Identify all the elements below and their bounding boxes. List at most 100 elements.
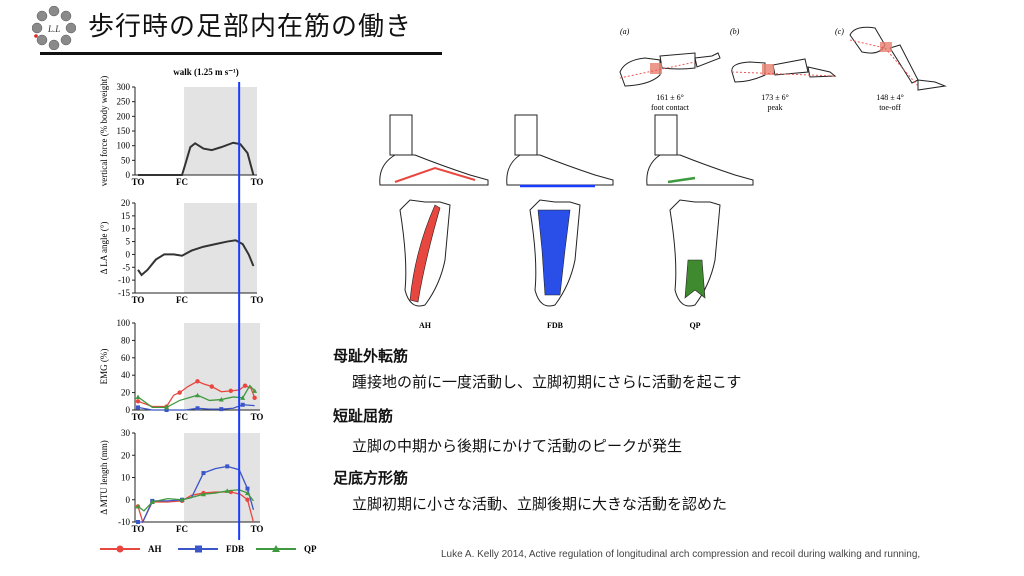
arch-phase: peak [767,103,782,112]
y-tick-label: 0 [126,249,131,259]
x-tick-label: TO [251,412,264,422]
figure-tag: (c) [835,27,844,36]
legend-marker [195,545,202,553]
data-point [135,399,141,404]
legend-label: QP [304,544,317,554]
title-divider [40,52,442,55]
stance-phase-shade [184,87,257,175]
y-tick-label: 100 [117,318,131,328]
x-tick-label: TO [132,524,145,534]
foot-bottom-view-qp [669,199,721,307]
legend-label: AH [148,544,162,554]
data-point [240,402,245,407]
x-tick-label: FC [176,177,188,187]
data-point [245,486,250,491]
y-axis-label: EMG (%) [99,349,109,385]
y-tick-label: 20 [121,450,131,460]
data-point [195,406,200,411]
x-tick-label: FC [176,524,188,534]
x-tick-label: TO [251,177,264,187]
stance-phase-shade [184,433,260,522]
citation: Luke A. Kelly 2014, Active regulation of… [441,549,921,560]
foot-label-fdb: FDB [547,321,564,330]
y-tick-label: 20 [121,388,131,398]
y-axis-label: Δ LA angle (°) [99,222,109,275]
arch-angle-figures: (a) (b) (c) 161 ± 6° foot contact 173 ± … [619,26,947,112]
muscle-description-fdb: 立脚の中期から後期にかけて活動のピークが発生 [352,437,683,455]
muscle-heading-ah: 母趾外転筋 [333,347,409,365]
series-line-force [138,141,255,176]
data-point [218,397,224,402]
data-point [164,408,169,412]
y-tick-label: 40 [121,370,131,380]
foot-bottom-view-ah [399,199,451,307]
muscle-heading-fdb: 短趾屈筋 [333,407,394,425]
data-point [245,497,250,502]
data-point [209,384,214,389]
arch-phase: toe-off [879,103,901,112]
y-tick-label: 100 [117,141,131,151]
data-point [195,379,200,384]
x-tick-label: TO [132,177,145,187]
data-point [219,407,224,412]
data-point [201,471,206,476]
data-point [164,404,170,410]
figure-tag: (a) [620,27,630,36]
y-tick-label: 150 [117,126,131,136]
data-point [135,394,141,399]
svg-text:L.L: L.L [47,24,60,34]
y-tick-label: 10 [121,473,131,483]
data-point [195,392,200,398]
y-tick-label: 10 [121,224,131,234]
foot-side-view-ah [379,114,489,186]
y-tick-label: 200 [117,111,131,121]
data-point [240,395,246,400]
y-tick-label: 60 [121,353,131,363]
series-line-qp [137,384,256,409]
data-point [136,405,140,410]
data-point [244,490,250,496]
data-point [242,383,248,388]
data-point [135,503,141,509]
foot-label-ah: AH [419,321,432,330]
y-tick-label: -10 [118,275,130,285]
slide-title: 歩行時の足部内在筋の働き [88,12,413,42]
data-point [177,390,182,395]
arch-angle: 161 ± 6° [656,93,684,102]
muscle-description-ah: 踵接地の前に一度活動し、立脚初期にさらに活動を起こす [352,373,742,391]
y-tick-label: 0 [126,495,131,505]
legend-marker [116,545,124,553]
foot-side-view-qp [646,114,754,186]
muscle-description-qp: 立脚初期に小さな活動、立脚後期に大きな活動を認めた [352,495,728,513]
data-point [252,395,257,401]
data-point [200,491,206,497]
data-point [149,499,155,504]
y-tick-label: 30 [121,428,131,438]
y-tick-label: 20 [121,198,131,208]
foot-muscle-figures: AH FDB QP [379,114,754,330]
legend-marker [272,545,280,552]
y-tick-label: -5 [123,262,131,272]
arch-angle: 148 ± 4° [876,93,904,102]
foot-bottom-view-fdb [529,199,581,307]
figure-tag: (b) [730,27,740,36]
arch-phase: foot contact [651,103,690,112]
x-tick-label: TO [132,412,145,422]
x-tick-label: TO [251,524,264,534]
data-point [225,464,230,469]
series-line-angle [137,239,255,277]
muscle-heading-qp: 足底方形筋 [333,469,409,487]
x-tick-label: TO [132,295,145,305]
y-tick-label: -10 [118,517,130,527]
data-point [228,388,234,394]
data-point [179,497,185,502]
data-point [224,488,230,493]
y-tick-label: 250 [117,97,131,107]
foot-side-view-fdb [506,114,614,186]
y-tick-label: 0 [126,170,131,180]
y-tick-label: 15 [121,211,131,221]
foot-label-qp: QP [689,321,700,330]
data-point [252,388,258,393]
y-tick-label: -15 [118,288,130,298]
